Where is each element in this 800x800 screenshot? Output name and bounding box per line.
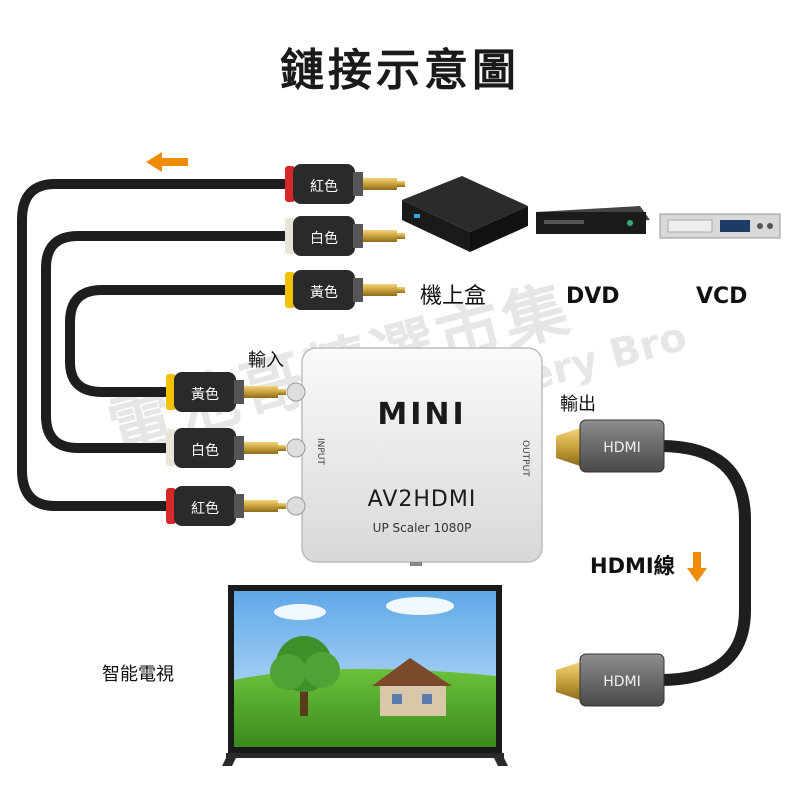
rca-plug-bottom-red xyxy=(166,486,286,526)
converter-input-side-label: INPUT xyxy=(315,438,325,465)
hdmi-connector-top-label: HDMI xyxy=(603,440,641,456)
smart-tv xyxy=(222,585,508,766)
av2hdmi-converter xyxy=(286,347,543,566)
rca-plug-top-red xyxy=(285,164,405,204)
dvd-label: DVD xyxy=(566,284,620,309)
converter-brand: MINI xyxy=(377,397,466,432)
tv-label: 智能電視 xyxy=(102,664,174,685)
dvd-player-icon xyxy=(536,206,650,234)
vcd-player-icon xyxy=(659,213,781,239)
converter-model: AV2HDMI xyxy=(368,487,477,512)
output-label: 輸出 xyxy=(560,394,596,415)
rca-plug-top-yellow xyxy=(285,270,405,310)
set-top-box-icon xyxy=(402,176,528,252)
hdmi-connector-bottom-label: HDMI xyxy=(603,674,641,690)
vcd-label: VCD xyxy=(696,284,748,309)
hdmi-cable-label: HDMI線 xyxy=(590,554,675,578)
hdmi-cable xyxy=(654,440,751,686)
rca-bottom-yellow-label: 黃色 xyxy=(191,386,219,403)
rca-top-white-label: 白色 xyxy=(310,230,338,247)
rca-plug-bottom-yellow xyxy=(166,372,286,412)
rca-cables xyxy=(17,179,290,511)
converter-output-side-label: OUTPUT xyxy=(520,440,530,477)
hdmi-connector-top xyxy=(556,419,665,473)
rca-bottom-white-label: 白色 xyxy=(191,442,219,459)
hdmi-connector-bottom xyxy=(556,653,665,707)
output-direction-arrow-icon xyxy=(146,152,188,172)
input-label: 輸入 xyxy=(248,350,284,371)
page-title: 鏈接示意圖 xyxy=(280,45,520,96)
rca-top-red-label: 紅色 xyxy=(310,178,338,195)
rca-plug-top-white xyxy=(285,216,405,256)
rca-bottom-red-label: 紅色 xyxy=(191,500,219,517)
rca-top-yellow-label: 黃色 xyxy=(310,284,338,301)
hdmi-direction-arrow-icon xyxy=(687,552,707,582)
set-top-box-label: 機上盒 xyxy=(420,284,487,309)
rca-plug-bottom-white xyxy=(166,428,286,468)
converter-subtitle: UP Scaler 1080P xyxy=(373,521,472,535)
